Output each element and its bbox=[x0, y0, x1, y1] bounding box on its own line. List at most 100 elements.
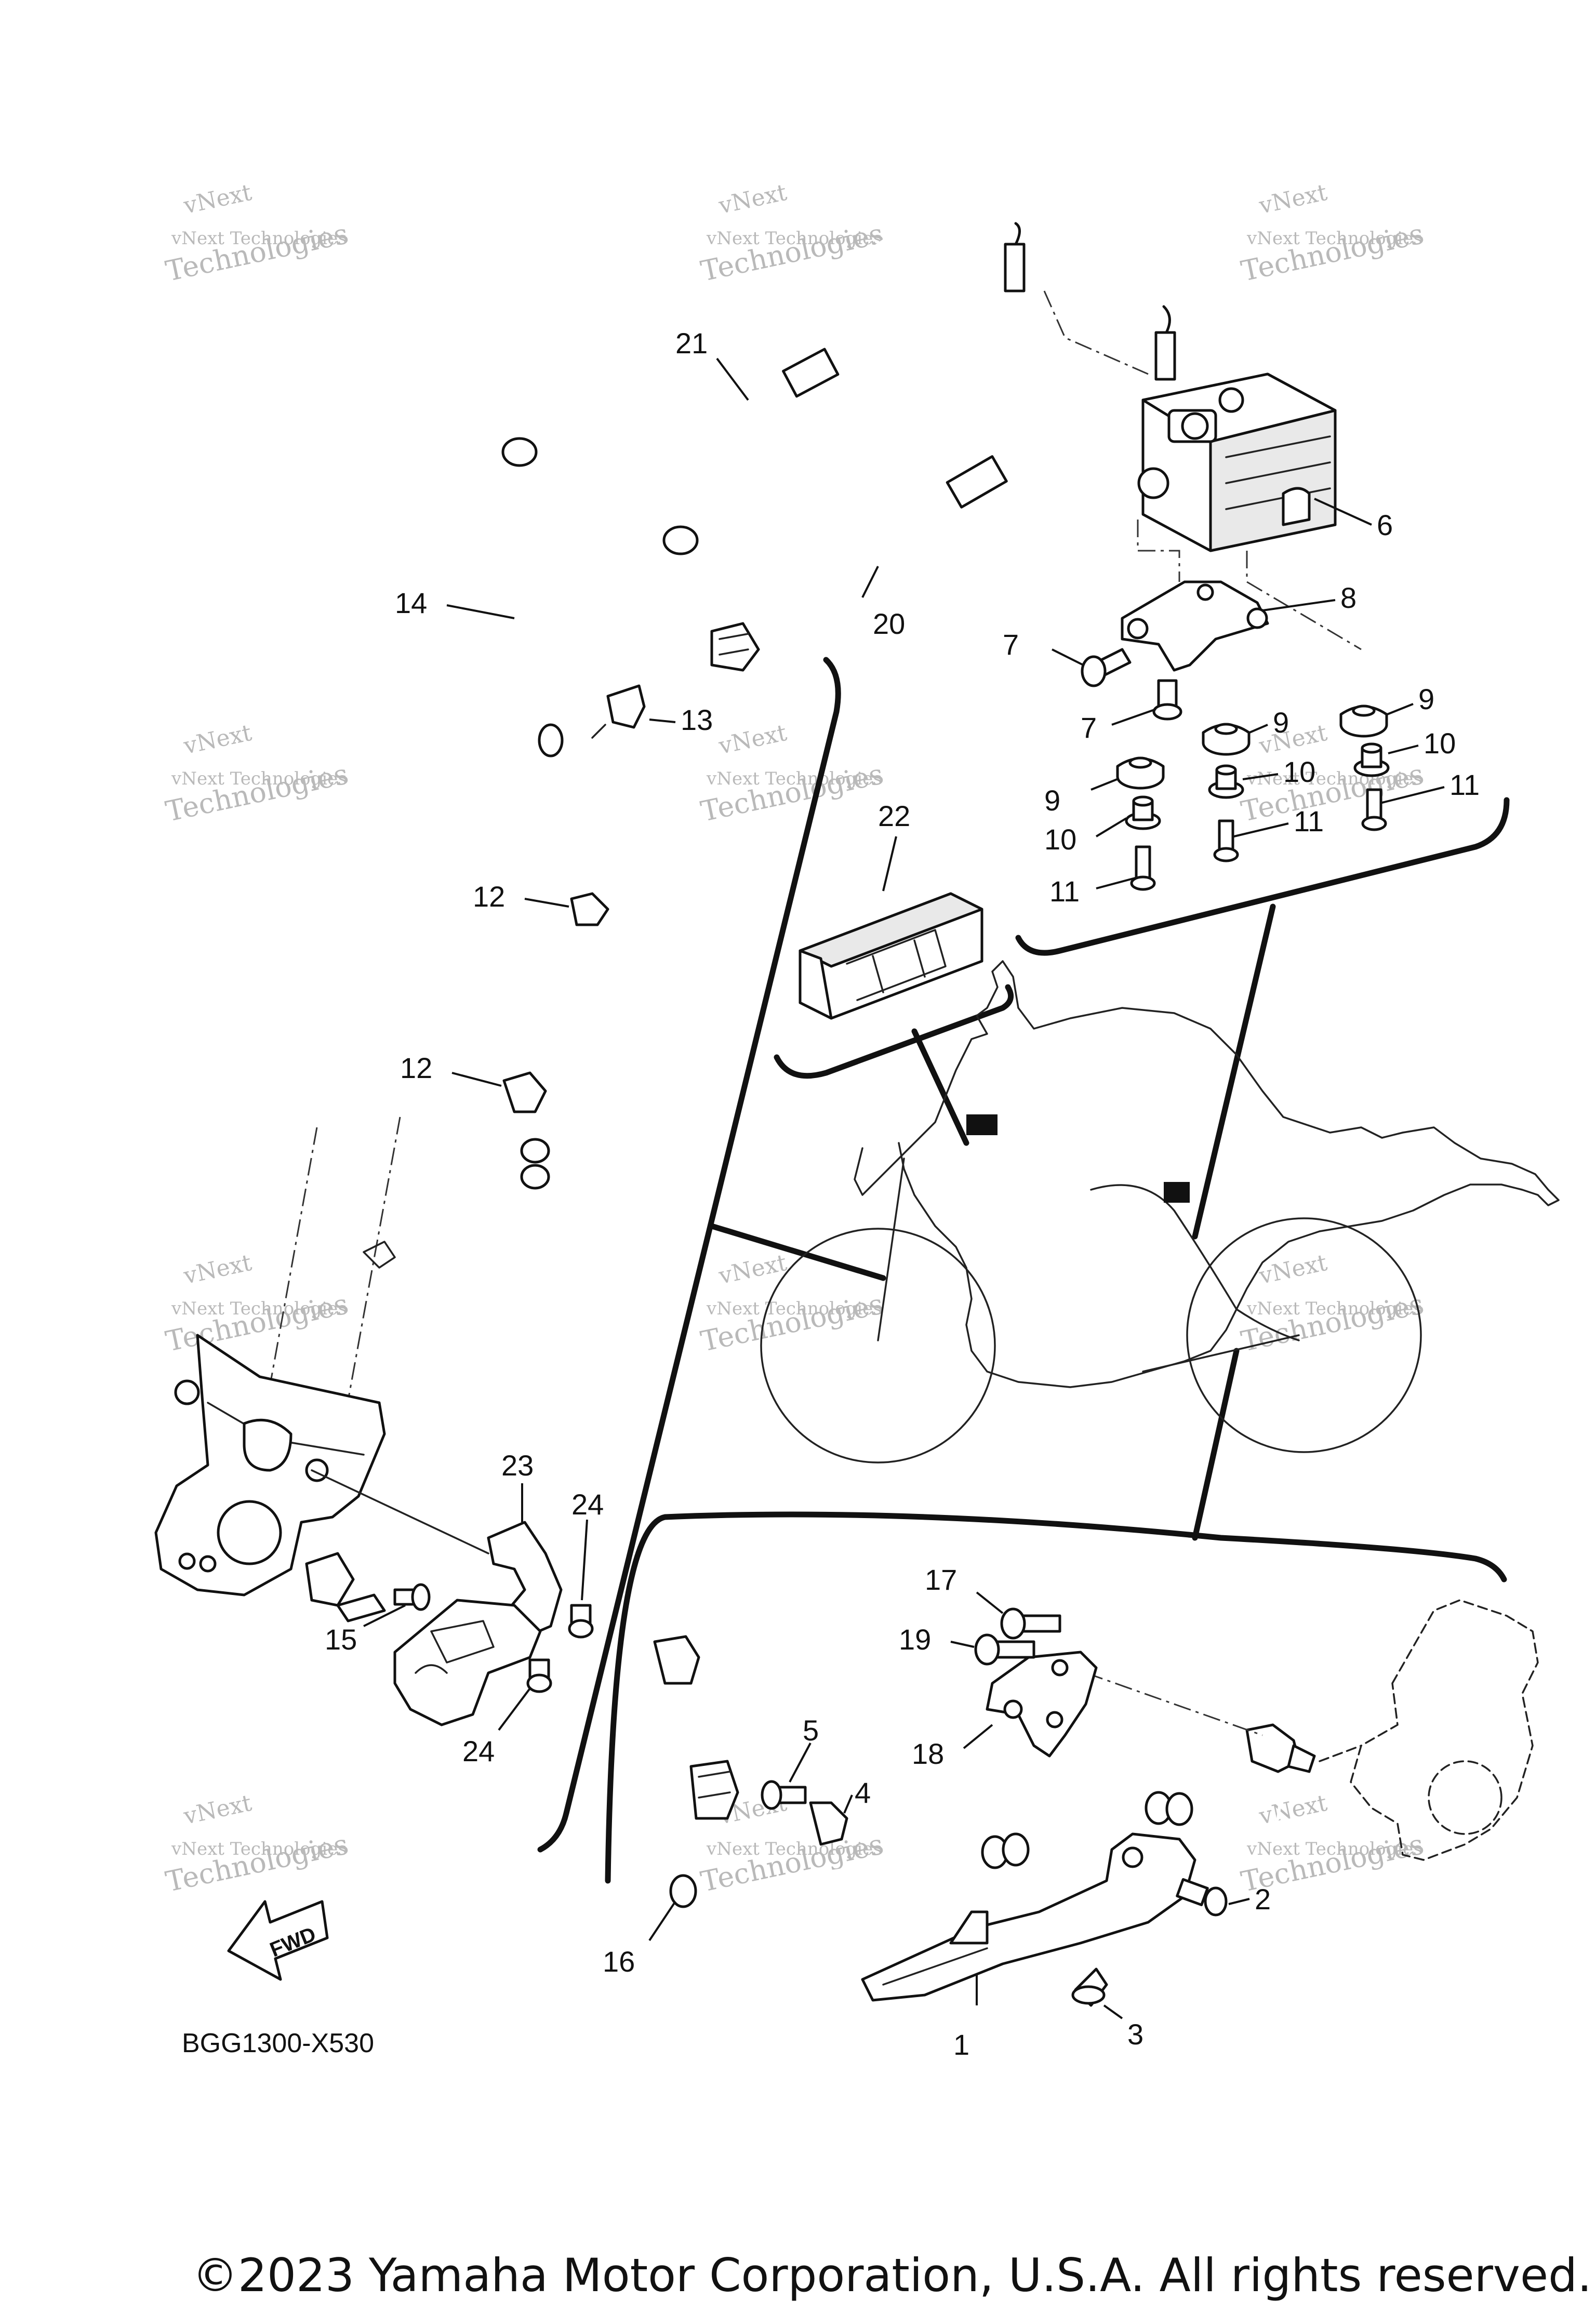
callout-17: 17 bbox=[925, 1563, 957, 1596]
abs-port-hole bbox=[1218, 387, 1244, 413]
bolt-19 bbox=[974, 1633, 1035, 1666]
bolt-11-left bbox=[1130, 845, 1156, 891]
callout-11-right: 11 bbox=[1449, 768, 1480, 801]
callout-7-lower: 7 bbox=[1081, 711, 1097, 744]
svg-text:vNext: vNext bbox=[1256, 1249, 1329, 1290]
ecu-link-line bbox=[911, 1028, 969, 1146]
ecu-unit bbox=[799, 892, 983, 1020]
callout-14: 14 bbox=[395, 587, 427, 619]
hose-fitting bbox=[1154, 331, 1176, 381]
svg-text:vNext Technologies: vNext Technologies bbox=[706, 228, 882, 249]
rivet-3 bbox=[1071, 1967, 1108, 2007]
sensor-connector bbox=[689, 1760, 739, 1820]
banjo-eye bbox=[662, 525, 699, 555]
callout-9-center: 9 bbox=[1273, 706, 1289, 739]
callout-3: 3 bbox=[1127, 2018, 1143, 2051]
damper-9-right bbox=[1339, 704, 1388, 738]
watermark: vNext vNext Technologies Technologies bbox=[163, 1790, 351, 1898]
sensor-link-line bbox=[1192, 1348, 1240, 1541]
fork-line bbox=[877, 1158, 905, 1341]
collar-10-left bbox=[1125, 795, 1161, 830]
callout-4: 4 bbox=[855, 1776, 871, 1809]
callout-20: 20 bbox=[873, 607, 905, 640]
svg-text:vNext: vNext bbox=[1256, 179, 1329, 220]
harness-route-line bbox=[1090, 1184, 1300, 1341]
callout-13: 13 bbox=[681, 703, 713, 736]
watermark: vNext vNext Technologies Technologies bbox=[163, 179, 351, 288]
svg-text:vNext: vNext bbox=[181, 1249, 254, 1290]
bolt-11-right bbox=[1361, 788, 1387, 831]
hose-guide bbox=[1043, 290, 1149, 375]
grommet bbox=[1165, 1792, 1193, 1826]
rear-sensor-lead bbox=[629, 1635, 1290, 1908]
callout-11-left: 11 bbox=[1049, 875, 1080, 908]
callout-21: 21 bbox=[675, 327, 708, 360]
callout-12-upper: 12 bbox=[473, 880, 505, 913]
callout-15: 15 bbox=[325, 1623, 357, 1656]
brake-hose-21 bbox=[501, 216, 1026, 467]
svg-text:vNext Technologies: vNext Technologies bbox=[171, 1298, 347, 1319]
svg-text:vNext Technologies: vNext Technologies bbox=[171, 228, 347, 249]
callout-11-center: 11 bbox=[1294, 805, 1324, 837]
abs-hydraulic-unit bbox=[1043, 290, 1362, 650]
abs-panel-border bbox=[1015, 797, 1510, 956]
callout-6: 6 bbox=[1377, 509, 1393, 541]
front-fork bbox=[154, 1116, 489, 1597]
callout-5: 5 bbox=[803, 1714, 819, 1747]
callout-12-lower: 12 bbox=[400, 1052, 432, 1084]
svg-text:vNext Technologies: vNext Technologies bbox=[706, 1298, 882, 1319]
abs-port-hole bbox=[1181, 412, 1209, 440]
callout-22: 22 bbox=[878, 800, 910, 832]
bolt-24-upper bbox=[568, 1604, 594, 1639]
motorcycle-silhouette bbox=[760, 960, 1560, 1464]
ecu-panel-border bbox=[774, 984, 1014, 1079]
bolt-24-lower bbox=[526, 1658, 552, 1693]
svg-text:vNext: vNext bbox=[181, 720, 254, 760]
mount-guide bbox=[1085, 1672, 1263, 1736]
bracket-hole bbox=[1196, 583, 1214, 601]
damper-9-center bbox=[1202, 723, 1251, 756]
callout-24-upper: 24 bbox=[571, 1488, 604, 1521]
axle-hole bbox=[217, 1500, 282, 1565]
grommet bbox=[520, 1138, 550, 1164]
callout-9-left: 9 bbox=[1044, 784, 1060, 817]
copyright-footer: ©2023 Yamaha Motor Corporation, U.S.A. A… bbox=[192, 2249, 1592, 2302]
banjo-eye bbox=[501, 437, 538, 467]
sensor-guard-1 bbox=[861, 1832, 1196, 2002]
watermark: vNext vNext Technologies Technologies bbox=[163, 720, 351, 828]
bolt-7-upper bbox=[1081, 648, 1132, 687]
front-wheel bbox=[760, 1228, 996, 1464]
bolt-2 bbox=[1176, 1878, 1228, 1917]
sensor-connector bbox=[710, 622, 760, 672]
callout-1: 1 bbox=[953, 2028, 969, 2061]
svg-text:vNext Technologies: vNext Technologies bbox=[171, 1839, 347, 1859]
watermark: vNext vNext Technologies Technologies bbox=[1238, 720, 1427, 828]
collar-10-center bbox=[1208, 764, 1244, 799]
bracket-hole bbox=[1246, 607, 1268, 629]
mount-guide bbox=[311, 1469, 489, 1554]
svg-text:vNext: vNext bbox=[181, 179, 254, 220]
callout-16: 16 bbox=[603, 1945, 635, 1978]
abs-connector bbox=[1282, 487, 1311, 526]
callout-9-right: 9 bbox=[1418, 683, 1434, 715]
callouts: 21 20 6 8 7 7 9 9 9 10 10 10 11 bbox=[325, 327, 1480, 2061]
bolt-7-lower bbox=[1152, 679, 1182, 721]
svg-text:vNext Technologies: vNext Technologies bbox=[171, 768, 347, 789]
abs-location-marker bbox=[1164, 1182, 1190, 1203]
watermark: vNext vNext Technologies Technologies bbox=[698, 179, 886, 288]
damper-9-left bbox=[1116, 756, 1165, 790]
fwd-arrow: FWD bbox=[227, 1900, 329, 1981]
bike-body-outline bbox=[854, 960, 1560, 1388]
left-panel-border bbox=[537, 657, 841, 1853]
grommet bbox=[669, 1874, 697, 1908]
collar-10-right bbox=[1353, 742, 1390, 777]
svg-text:vNext Technologies: vNext Technologies bbox=[706, 1839, 882, 1859]
clamp-4 bbox=[809, 1801, 848, 1846]
mount-guide bbox=[1137, 520, 1180, 582]
rear-wheel-sensor bbox=[1085, 1672, 1316, 1773]
callout-23: 23 bbox=[501, 1449, 534, 1482]
svg-text:vNext Technologies: vNext Technologies bbox=[1246, 768, 1422, 789]
sensor-panel-border bbox=[605, 1511, 1507, 1884]
grommet bbox=[520, 1164, 550, 1190]
